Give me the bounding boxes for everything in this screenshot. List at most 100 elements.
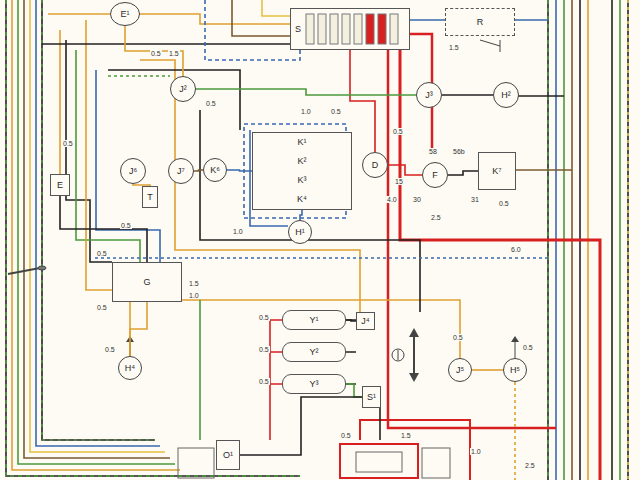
wire-gauge: 15 [394, 178, 404, 185]
node-text-holder: S [291, 9, 409, 49]
wire-gauge: 0.5 [150, 50, 162, 57]
wire [108, 70, 240, 130]
wire [42, 43, 290, 45]
component-circle: J² [170, 76, 196, 102]
wire-gauge: 1.5 [188, 280, 200, 287]
wire-gauge: 1.0 [470, 448, 482, 455]
relay-outline [422, 448, 450, 478]
wire [270, 320, 282, 440]
double-arrow [413, 334, 415, 376]
wire-gauge: 2.5 [430, 214, 442, 221]
wire-gauge: 0.5 [258, 346, 270, 353]
component-letter: R [476, 18, 485, 27]
probe [38, 266, 46, 270]
component-letter: E [56, 181, 64, 190]
wire [200, 110, 420, 312]
probe [8, 268, 40, 274]
component-box: G [112, 262, 182, 302]
wire-gauge: 1.5 [168, 50, 180, 57]
node-text-holder: J³ [416, 82, 442, 108]
fuse [366, 14, 374, 44]
node-text-holder: K⁶ [203, 158, 227, 182]
wire [205, 0, 300, 60]
component-letter: Y³ [309, 380, 320, 389]
component-box: K¹K²K³K⁴ [252, 132, 352, 210]
battery-wire [388, 50, 556, 428]
regulator-body [356, 452, 402, 472]
circle-outline [417, 83, 442, 108]
node-text-holder: G [113, 263, 181, 301]
wire-gauge: 0.5 [205, 100, 217, 107]
fuse [354, 14, 362, 44]
fuse [330, 14, 338, 44]
wire [108, 75, 170, 77]
wire-gauge: 1.0 [232, 228, 244, 235]
node-text-holder: Y¹ [283, 311, 345, 329]
wire [627, 0, 629, 480]
battery-wire [360, 420, 470, 480]
component-circle: F [422, 162, 448, 188]
wire-gauge: 0.5 [96, 250, 108, 257]
wire-connector [350, 50, 375, 152]
component-letter: Y¹ [309, 316, 320, 325]
circle-outline [423, 163, 448, 188]
circle-outline [363, 153, 388, 178]
node-text-holder: H¹ [288, 220, 312, 244]
battery-wire [400, 50, 600, 480]
component-circle: D [362, 152, 388, 178]
switch-symbol [480, 40, 500, 52]
turn-symbol [392, 349, 404, 361]
circle-outline [204, 159, 227, 182]
wire-connector [130, 302, 147, 356]
component-letter: K⁴ [277, 195, 328, 204]
wire [627, 0, 629, 480]
wire-gauge: 0.5 [62, 140, 74, 147]
component-circle: J⁷ [168, 158, 194, 184]
wire-connector [125, 26, 183, 76]
wire-gauge: 31 [470, 196, 480, 203]
circle-outline [171, 77, 196, 102]
node-text-holder: D [362, 152, 388, 178]
wire [619, 0, 621, 480]
node-text-holder: J⁷ [168, 158, 194, 184]
component-letter: S [294, 25, 302, 34]
circle-outline [121, 159, 146, 184]
component-letter: J³ [424, 91, 434, 100]
wire [516, 169, 572, 171]
component-circle: J⁶ [120, 158, 146, 184]
node-text-holder: K⁷ [479, 153, 515, 189]
circle-outline [289, 221, 312, 244]
regulator-outline [340, 444, 418, 478]
wire-connector [388, 165, 422, 175]
component-letter: Y² [309, 348, 320, 357]
component-letter: E¹ [120, 10, 131, 19]
component-letter: T [146, 193, 154, 202]
component-letter: J⁷ [176, 167, 186, 176]
circle-outline [111, 3, 140, 26]
component-letter: H⁵ [509, 366, 521, 375]
component-letter: J⁵ [455, 366, 465, 375]
wire-gauge: 1.5 [448, 44, 460, 51]
component-box: E [50, 174, 70, 196]
wire [86, 20, 112, 290]
wire-gauge: 1.0 [188, 292, 200, 299]
fuse [306, 14, 314, 44]
component-circle: H⁴ [118, 356, 142, 380]
wire [232, 0, 290, 36]
ground-symbol [511, 336, 519, 342]
wire-gauge: 4.0 [386, 196, 398, 203]
component-letter: K⁷ [491, 167, 502, 176]
circle-outline [449, 359, 472, 382]
component-circle: K⁶ [203, 158, 227, 182]
wire [199, 300, 201, 440]
turn-symbol [398, 350, 399, 360]
wire [42, 0, 155, 440]
component-circle: H¹ [288, 220, 312, 244]
sender-outline [178, 448, 214, 478]
component-box: S [290, 8, 410, 50]
node-text-holder: R [446, 9, 514, 35]
wire-gauge: 56b [452, 148, 466, 155]
circle-outline [504, 359, 527, 382]
component-letter: O¹ [222, 451, 234, 460]
